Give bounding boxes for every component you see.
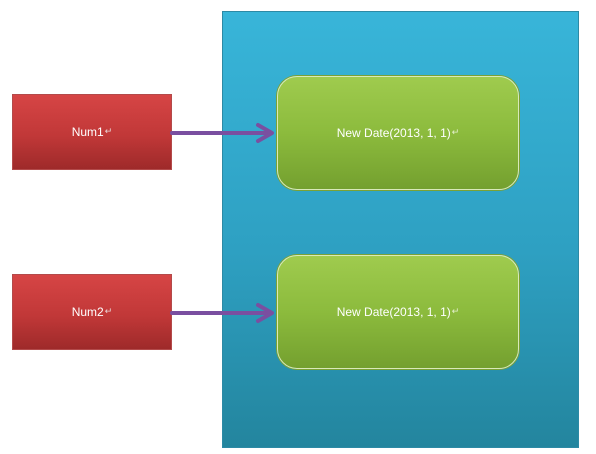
variable-box-num2: Num2↵ [12,274,172,350]
variable-box-num1: Num1↵ [12,94,172,170]
object-label-date-2: New Date(2013, 1, 1) [336,305,451,319]
object-box-date-1: New Date(2013, 1, 1)↵ [277,76,519,190]
paragraph-mark-icon: ↵ [104,125,113,136]
paragraph-mark-icon: ↵ [104,305,113,316]
variable-label-num1: Num1 [71,125,104,139]
paragraph-mark-icon: ↵ [451,126,460,137]
object-label-date-1: New Date(2013, 1, 1) [336,126,451,140]
variable-label-num2: Num2 [71,305,104,319]
paragraph-mark-icon: ↵ [451,305,460,316]
object-box-date-2: New Date(2013, 1, 1)↵ [277,255,519,369]
